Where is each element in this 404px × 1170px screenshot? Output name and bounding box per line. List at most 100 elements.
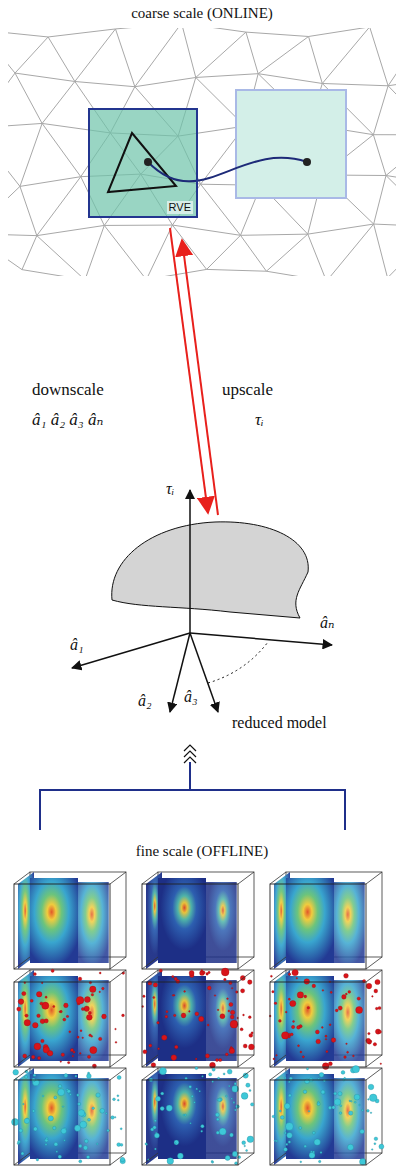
axis-label: â₂ xyxy=(138,692,152,710)
mesh-edge xyxy=(20,123,42,186)
mesh-edge xyxy=(135,28,182,87)
fine-scale-samples xyxy=(12,872,384,1165)
chevrons xyxy=(184,745,196,763)
variable: τᵢ xyxy=(255,410,264,430)
mesh-edge xyxy=(374,176,386,225)
variable-list: â₁ â₂ â₃ âₙ xyxy=(32,410,103,430)
mesh-edge xyxy=(374,224,396,227)
axis-label: âₙ xyxy=(320,614,334,632)
mesh-edge xyxy=(207,235,241,269)
mesh-edge xyxy=(308,224,374,234)
mesh-edge xyxy=(182,28,246,32)
mesh-edge xyxy=(373,134,396,135)
sample-cube xyxy=(270,872,382,969)
mesh-edge xyxy=(8,30,48,37)
bracket xyxy=(40,790,345,830)
mesh-edge xyxy=(42,123,81,176)
mesh-edge xyxy=(386,135,396,176)
mesh-edge xyxy=(266,234,307,271)
response-surface xyxy=(112,522,309,618)
gauss-point xyxy=(303,158,311,166)
downscale-arrow xyxy=(170,228,208,513)
mesh-edge xyxy=(322,28,369,83)
mesh-edge xyxy=(104,225,146,276)
mesh-edge xyxy=(388,28,396,86)
mesh-edge xyxy=(240,235,266,271)
mesh-edge xyxy=(8,186,20,233)
mesh-edge xyxy=(104,225,172,226)
scale-title: coarse scale (ONLINE) xyxy=(131,5,273,22)
mesh-edge xyxy=(182,28,196,77)
mesh-edge xyxy=(308,234,327,276)
mesh-edge xyxy=(8,128,20,186)
mesh-edge xyxy=(75,81,135,86)
sample-cube xyxy=(12,1068,127,1165)
mesh-edge xyxy=(388,76,396,86)
axis xyxy=(190,633,332,645)
axis xyxy=(189,490,191,633)
mesh-edge xyxy=(22,236,37,270)
mesh-edge xyxy=(146,225,172,276)
mesh-edge xyxy=(196,32,246,77)
axis-label: τᵢ xyxy=(166,480,174,498)
rve-box: RVE xyxy=(88,108,198,218)
scale-title: fine scale (OFFLINE) xyxy=(136,843,268,860)
mesh-edge xyxy=(373,86,388,135)
mesh-edge xyxy=(309,28,370,36)
sample-cube xyxy=(142,1067,254,1165)
mesh-edge xyxy=(85,225,104,276)
mesh-edge xyxy=(322,83,388,85)
sample-cube xyxy=(269,969,382,1069)
sample-cube xyxy=(270,1066,384,1166)
axis-label: â₃ xyxy=(184,688,198,706)
mesh-edge xyxy=(388,268,396,276)
mesh-edge xyxy=(8,234,22,270)
mesh-edge xyxy=(8,73,15,128)
mesh-edge xyxy=(135,77,196,86)
mesh-edge xyxy=(196,74,258,78)
gauss-point xyxy=(144,158,152,166)
mesh-edge xyxy=(37,177,81,236)
mesh-edge xyxy=(246,32,309,36)
mesh-edge xyxy=(374,224,388,276)
sample-cube xyxy=(14,969,126,1068)
axis xyxy=(72,633,190,668)
mesh-edge xyxy=(15,37,48,73)
dotted-arc xyxy=(208,642,268,683)
mesh-edge xyxy=(48,29,115,37)
mesh-edge xyxy=(75,29,116,82)
coarse-mesh xyxy=(8,28,396,276)
mesh-edge xyxy=(42,81,75,123)
mesh-edge xyxy=(37,225,104,235)
mesh-edge xyxy=(8,123,42,128)
coarse-element xyxy=(108,133,176,192)
mesh-edge xyxy=(370,28,388,86)
arrow-label: upscale xyxy=(222,380,273,400)
mesh-edge xyxy=(48,37,75,82)
mesh-edge xyxy=(201,184,241,235)
mesh-edge xyxy=(266,271,326,276)
mesh-edge xyxy=(373,135,386,176)
model-label: reduced model xyxy=(232,714,327,732)
rve-fill xyxy=(89,109,197,217)
sample-cube xyxy=(142,968,255,1068)
arrow-label: downscale xyxy=(32,380,104,400)
bracket-stem xyxy=(189,762,191,790)
mesh-edge xyxy=(15,73,75,81)
axis-label: â₁ xyxy=(70,636,84,654)
mesh-edge xyxy=(258,36,308,73)
mesh-edge xyxy=(37,236,85,276)
mesh-edge xyxy=(22,270,85,276)
mesh-edge xyxy=(15,73,42,123)
mesh-edge xyxy=(172,225,206,269)
mesh-edge xyxy=(386,176,396,227)
upscale-arrow xyxy=(182,240,218,515)
mesh-edge xyxy=(8,234,37,236)
mesh-edge xyxy=(388,86,396,135)
mesh-edge xyxy=(326,224,373,276)
mesh-edge xyxy=(8,30,15,73)
mesh-edge xyxy=(20,177,81,187)
sample-cube xyxy=(14,872,126,969)
map-curve xyxy=(148,158,307,182)
